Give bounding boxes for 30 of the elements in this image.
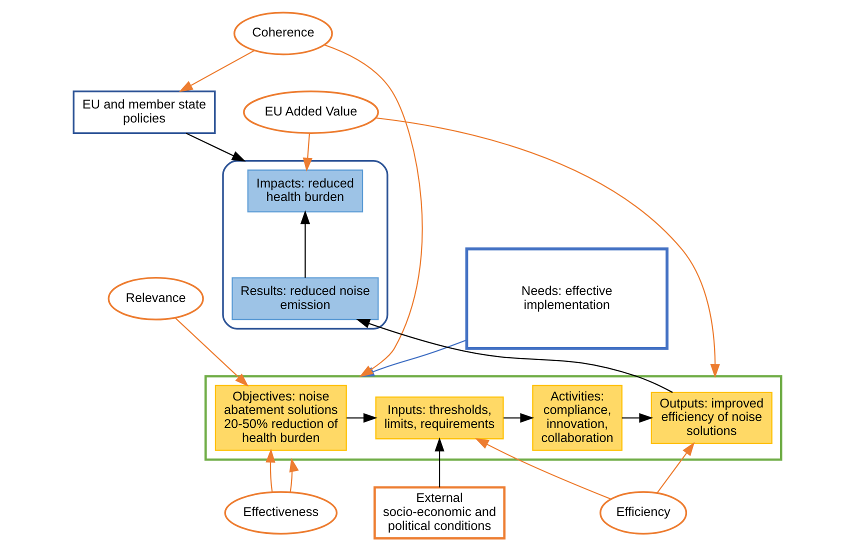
cluster [204, 375, 782, 461]
node-ellipse: Efficiency [600, 491, 688, 535]
node-box: Outputs: improved efficiency of noise solutions [650, 392, 772, 444]
node-box: Needs: effective implementation [465, 247, 668, 350]
node-ellipse: Effectiveness [224, 491, 338, 535]
arrow [376, 117, 720, 378]
arrow [300, 210, 310, 278]
node-ellipse: EU Added Value [243, 90, 379, 134]
arrow [346, 413, 378, 423]
node-box: External socio-economic and political conditions [374, 486, 506, 540]
arrow [266, 448, 276, 492]
node-ellipse: Relevance [108, 276, 204, 320]
node-ellipse: Coherence [234, 12, 333, 56]
node-box: Activities: compliance, innovation, collaboration [532, 384, 622, 451]
arrow [356, 319, 673, 393]
arrow [186, 132, 246, 162]
arrow [474, 438, 611, 500]
node-box: EU and member state policies [72, 90, 216, 134]
arrow [504, 413, 534, 423]
node-box: Impacts: reduced health burden [247, 170, 364, 212]
node-box: Results: reduced noise emission [232, 277, 379, 320]
node-box: Inputs: thresholds, limits, requirements [375, 396, 504, 440]
arrow [434, 437, 444, 488]
arrow [178, 50, 255, 92]
arrow [622, 413, 654, 423]
arrow [174, 318, 249, 387]
node-box: Objectives: noise abatement solutions 20-50% reduction of health burden [214, 384, 347, 451]
arrow [302, 133, 312, 172]
arrow [289, 458, 299, 492]
arrow [656, 442, 695, 494]
